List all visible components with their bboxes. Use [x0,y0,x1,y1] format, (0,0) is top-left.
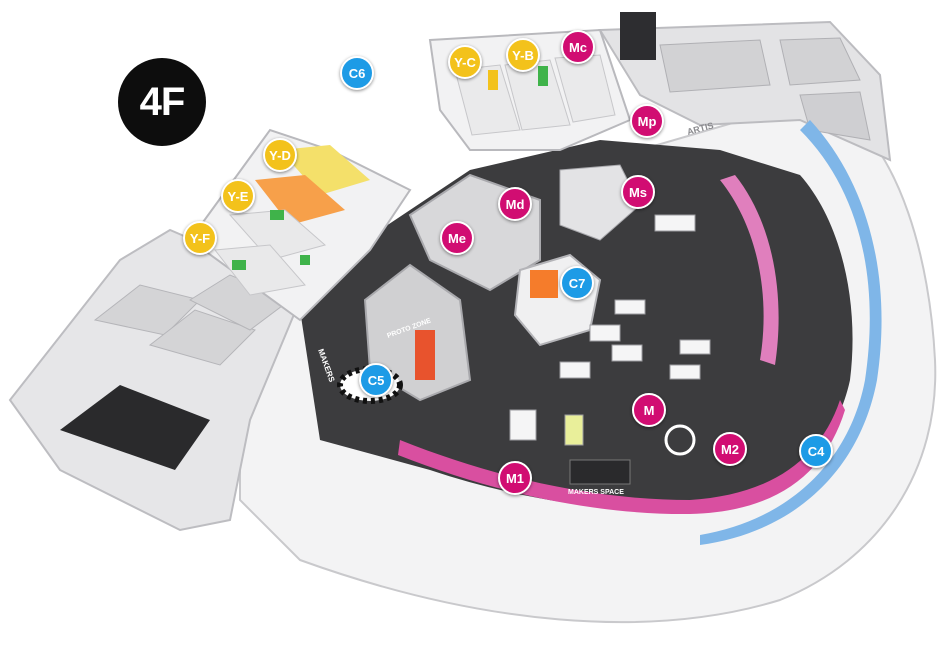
marker-m1[interactable]: M1 [498,461,532,495]
marker-mp[interactable]: Mp [630,104,664,138]
marker-y-e[interactable]: Y-E [221,179,255,213]
marker-c7[interactable]: C7 [560,266,594,300]
marker-c5[interactable]: C5 [359,363,393,397]
left-dark-room [60,385,210,470]
marker-y-f[interactable]: Y-F [183,221,217,255]
marker-me[interactable]: Me [440,221,474,255]
marker-md[interactable]: Md [498,187,532,221]
marker-c6[interactable]: C6 [340,56,374,90]
marker-ms[interactable]: Ms [621,175,655,209]
marker-y-b[interactable]: Y-B [506,38,540,72]
sign-makers-space: MAKERS SPACE [568,489,624,496]
marker-y-c[interactable]: Y-C [448,45,482,79]
tables [509,214,711,446]
marker-mc[interactable]: Mc [561,30,595,64]
floor-badge: 4F [118,58,206,146]
marker-c4[interactable]: C4 [799,434,833,468]
marker-y-d[interactable]: Y-D [263,138,297,172]
marker-m2[interactable]: M2 [713,432,747,466]
marker-m[interactable]: M [632,393,666,427]
